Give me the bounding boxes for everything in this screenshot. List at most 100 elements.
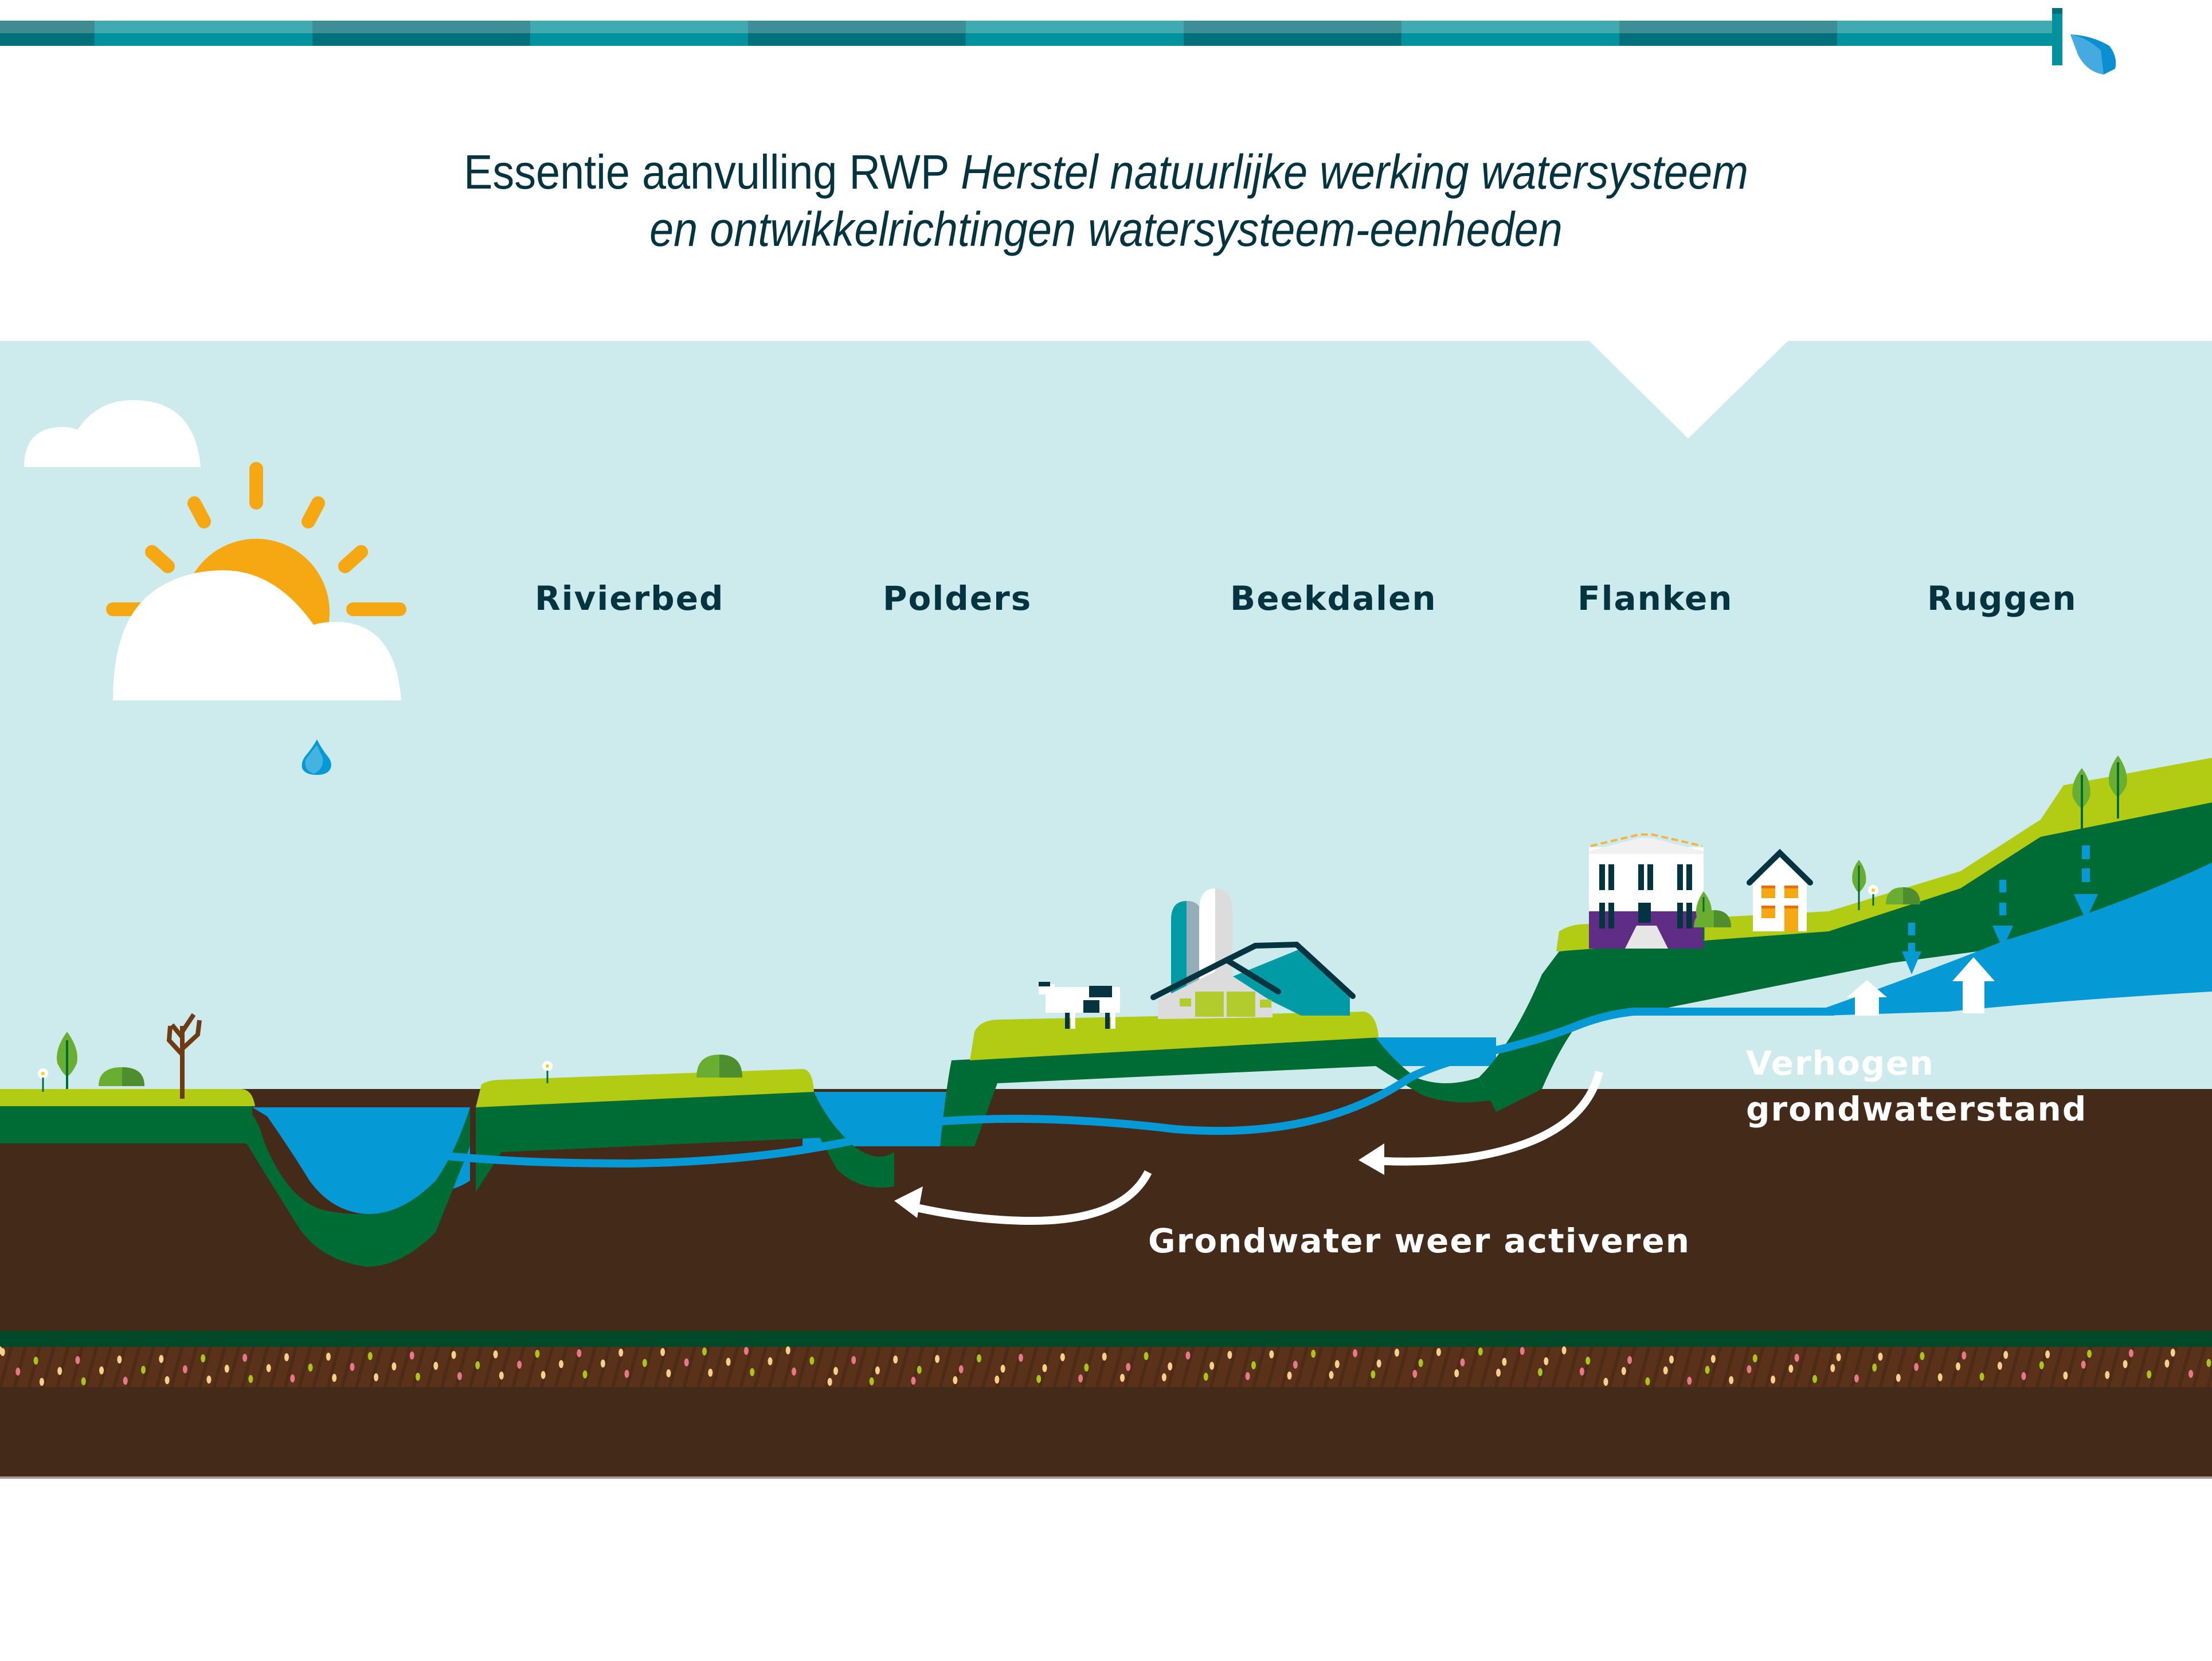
soil-speck: [1627, 1356, 1632, 1364]
soil-speck: [0, 1348, 5, 1356]
soil-speck: [284, 1353, 289, 1361]
soil-speck: [1454, 1369, 1459, 1377]
soil-speck: [2128, 1349, 2133, 1357]
soil-speck: [1084, 1364, 1089, 1372]
soil-speck: [433, 1362, 439, 1370]
pipe-segment: [1619, 33, 1837, 46]
soil-speck: [2147, 1370, 2152, 1378]
deep-grass-band: [0, 1331, 2212, 1347]
zone-label-rivierbed: Rivierbed: [535, 579, 725, 618]
soil-specks: [0, 1346, 2211, 1386]
soil-speck: [1752, 1354, 1757, 1362]
title-italic: Herstel natuurlijke werking watersysteem: [961, 145, 1748, 199]
bottom-edge: [0, 1476, 2212, 1479]
grass-dark-layer: [0, 1106, 470, 1267]
farm-barn-icon: [1150, 941, 1356, 1019]
soil-speck: [1376, 1360, 1381, 1368]
groundwater-flow-line: [435, 1008, 1834, 1168]
soil-speck: [1579, 1368, 1584, 1376]
soil-speck: [15, 1368, 21, 1376]
soil-speck: [768, 1357, 773, 1365]
soil-speck: [559, 1360, 563, 1368]
soil-speck: [977, 1354, 981, 1362]
grass-light-layer: [0, 1089, 255, 1106]
soil-speck: [708, 1369, 713, 1377]
flower-icon: [38, 1068, 48, 1092]
soil-speck: [1018, 1354, 1023, 1362]
soil-speck: [308, 1364, 313, 1372]
soil-speck: [911, 1377, 916, 1385]
soil-speck: [624, 1370, 629, 1378]
soil-speck: [2105, 1371, 2110, 1379]
soil-speck: [1669, 1356, 1674, 1364]
pipe-segment: [312, 21, 530, 33]
soil-speck: [451, 1351, 456, 1359]
soil-speck: [1251, 1361, 1256, 1369]
soil-speck: [1914, 1363, 1919, 1371]
soil-speck: [2045, 1350, 2050, 1358]
annotation-line: Verhogen: [1746, 1044, 1935, 1083]
soil-speck: [1120, 1374, 1125, 1382]
flower-icon: [1868, 885, 1878, 906]
tree-icon: [2109, 755, 2127, 818]
soil-speck: [99, 1366, 104, 1374]
cow-icon: [1039, 982, 1120, 1029]
soil-speck: [2206, 1359, 2211, 1367]
soil-speck: [1854, 1374, 1859, 1382]
river-water: [802, 1092, 974, 1146]
soil-speck: [1334, 1360, 1340, 1368]
soil-speck: [33, 1357, 38, 1365]
soil-speck: [809, 1357, 815, 1365]
pipe-segment: [966, 33, 1184, 46]
soil-speck: [1185, 1351, 1191, 1360]
soil-speck: [953, 1376, 958, 1384]
soil-speck: [535, 1350, 540, 1358]
pipe-segment: [748, 21, 966, 33]
annotation-line: grondwaterstand: [1746, 1090, 2088, 1129]
grass-dark-layer: [940, 1037, 1490, 1146]
soil-speck: [81, 1377, 86, 1385]
soil-speck: [517, 1361, 522, 1369]
page-title: Essentie aanvulling RWP Herstel natuurli…: [111, 143, 2101, 201]
soil-speck: [1878, 1353, 1883, 1361]
soil-speck: [182, 1365, 187, 1373]
soil-speck: [1060, 1353, 1065, 1361]
soil-speck: [1896, 1374, 1901, 1382]
soil-speck: [242, 1354, 248, 1362]
grass-dark-layer: [476, 1092, 820, 1152]
annotation-activate-groundwater: Grondwater weer activeren: [1148, 1221, 1690, 1260]
soil-speck: [1227, 1351, 1232, 1359]
soil-speck: [1293, 1361, 1298, 1369]
pipe-segment: [1401, 21, 1619, 33]
soil-speck: [2063, 1372, 2068, 1380]
river-water: [261, 1107, 470, 1215]
soil-speck: [367, 1352, 373, 1360]
soil-speck: [2087, 1350, 2092, 1358]
tree-icon: [57, 1032, 77, 1089]
pipe-segment: [1837, 33, 2052, 46]
soil-speck: [1287, 1372, 1292, 1380]
pipe-segment: [1401, 33, 1619, 46]
soil-speck: [917, 1366, 922, 1374]
soil-speck: [1126, 1363, 1131, 1371]
soil-speck: [600, 1360, 605, 1368]
soil-speck: [374, 1373, 379, 1381]
pipe-segment: [530, 21, 748, 33]
soil-speck: [995, 1376, 1000, 1384]
soil-speck: [2170, 1349, 2175, 1357]
soil-speck: [1812, 1375, 1817, 1383]
tree-icon: [1852, 860, 1866, 910]
soil-speck: [326, 1353, 331, 1361]
zone-label-ruggen: Ruggen: [1927, 579, 2077, 618]
soil-speck: [332, 1374, 337, 1382]
pipe-segment: [1184, 33, 1401, 46]
soil-speck: [248, 1375, 253, 1383]
soil-speck: [2188, 1370, 2194, 1378]
soil-speck: [391, 1362, 397, 1370]
soil-speck: [224, 1365, 229, 1373]
soil-speck: [1794, 1354, 1799, 1362]
soil-speck: [1000, 1365, 1005, 1373]
soil-speck: [1997, 1362, 2002, 1370]
soil-speck: [1937, 1373, 1943, 1381]
